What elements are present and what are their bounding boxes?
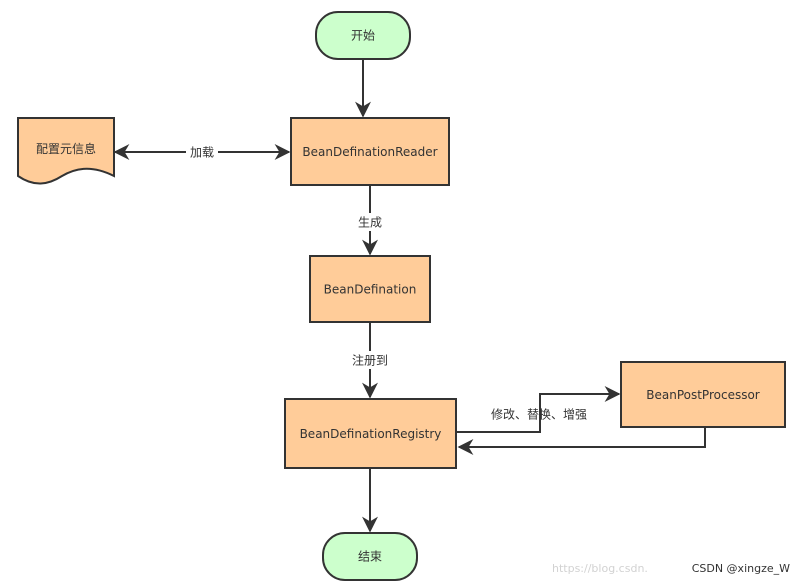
node-config: 配置元信息 [17, 117, 115, 185]
definition-label: BeanDefination [324, 283, 417, 297]
edge-modify: 修改、替换、增强 [457, 386, 621, 433]
edge-generate: 生成 [352, 185, 388, 256]
edge-modify-label: 修改、替换、增强 [491, 407, 587, 422]
registry-label: BeanDefinationRegistry [300, 427, 442, 441]
node-reader: BeanDefinationReader [290, 117, 450, 186]
config-document-shape [17, 117, 115, 185]
edge-generate-label-bg [352, 213, 388, 231]
edge-generate-label: 生成 [358, 216, 382, 230]
node-end: 结束 [322, 532, 418, 581]
watermark: https://blog.csdn. CSDN @xingze_W [552, 562, 790, 575]
edge-register: 注册到 [346, 322, 394, 399]
watermark-dark-text: CSDN @xingze_W [692, 562, 790, 575]
end-terminal-shape [322, 532, 418, 581]
edge-load-label: 加载 [190, 146, 214, 160]
edge-return [457, 427, 706, 455]
edge-load: 加载 [113, 143, 291, 161]
start-label: 开始 [351, 29, 375, 43]
node-definition: BeanDefination [309, 255, 431, 323]
postprocessor-process-shape [620, 361, 786, 428]
registry-process-shape [284, 398, 457, 469]
definition-process-shape [309, 255, 431, 323]
node-postprocessor: BeanPostProcessor [620, 361, 786, 428]
edge-register-label-bg [346, 351, 394, 369]
reader-process-shape [290, 117, 450, 186]
watermark-faint-text: https://blog.csdn. [552, 562, 648, 575]
node-registry: BeanDefinationRegistry [284, 398, 457, 469]
edge-load-label-bg [186, 143, 218, 161]
edge-register-label: 注册到 [352, 353, 388, 368]
reader-label: BeanDefinationReader [302, 145, 437, 159]
end-label: 结束 [358, 550, 382, 564]
node-start: 开始 [315, 11, 411, 60]
start-terminal-shape [315, 11, 411, 60]
config-label: 配置元信息 [36, 141, 96, 156]
postprocessor-label: BeanPostProcessor [646, 388, 760, 402]
